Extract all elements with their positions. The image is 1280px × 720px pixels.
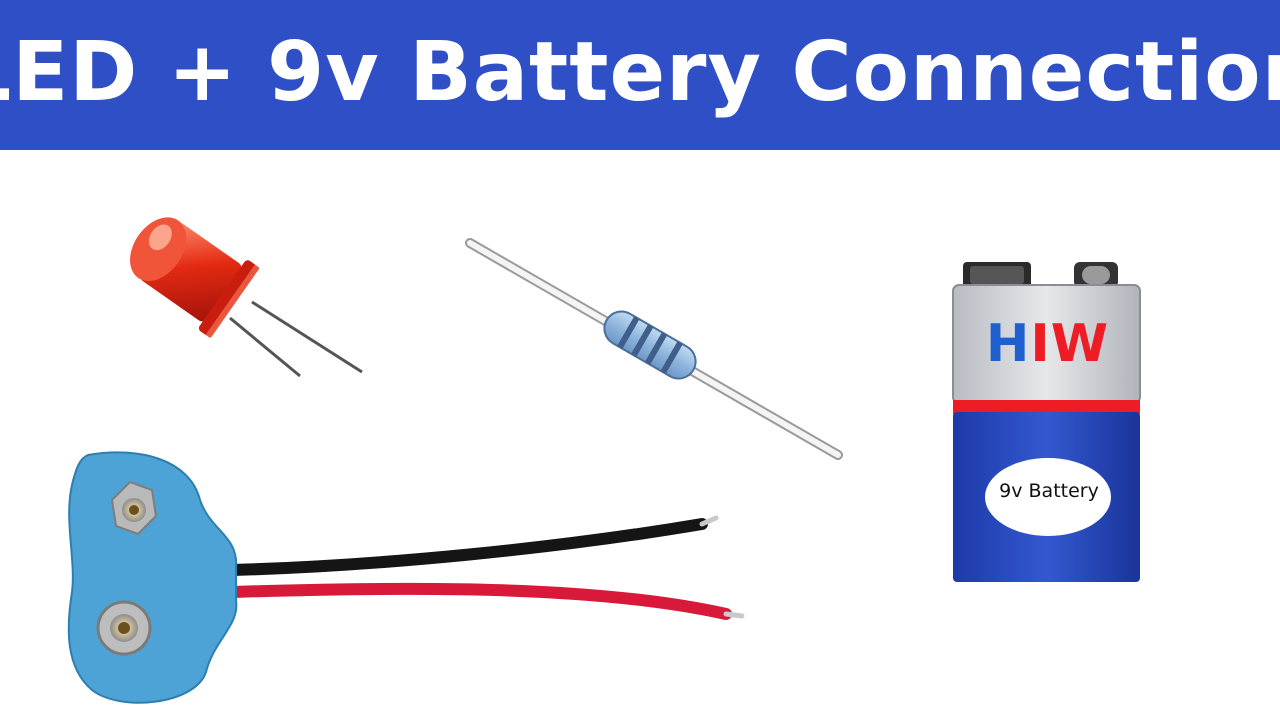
battery-9v-icon	[952, 262, 1141, 582]
page-title: LED + 9v Battery Connection	[0, 25, 1280, 120]
title-banner: LED + 9v Battery Connection	[0, 0, 1280, 150]
led-icon	[130, 217, 363, 378]
battery-snap-connector-icon	[67, 451, 745, 704]
battery-brand-label: HIW	[955, 318, 1140, 370]
resistor-icon	[465, 238, 843, 460]
battery-brand-iw: IW	[1030, 314, 1110, 374]
battery-brand-h: H	[985, 314, 1031, 374]
battery-voltage-label: 9v Battery	[999, 480, 1099, 502]
